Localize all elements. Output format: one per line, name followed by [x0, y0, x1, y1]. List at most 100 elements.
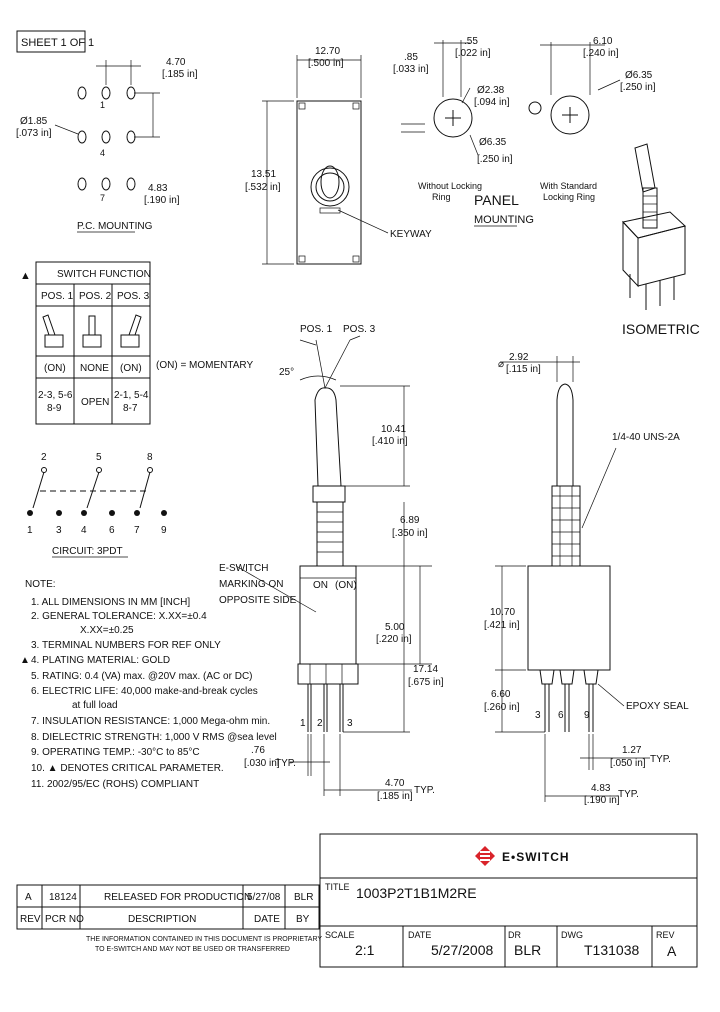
switch-state: NONE — [80, 363, 109, 374]
circuit-label: CIRCUIT: 3PDT — [52, 546, 123, 557]
switch-connection: 2-1, 5-4, — [114, 390, 151, 401]
end-pin-width-dim: 1.27 — [622, 745, 642, 756]
rev-header: PCR NO — [45, 914, 84, 925]
momentary-note: (ON) = MOMENTARY — [156, 360, 253, 371]
panel-caption-right: With Standard — [540, 181, 597, 191]
circuit-pin: 9 — [161, 525, 167, 536]
drawn-by-label: DR — [508, 930, 521, 940]
pin-pitch-typ: TYP. — [414, 785, 435, 796]
note-item: 11. 2002/95/EC (ROHS) COMPLIANT — [31, 779, 199, 790]
pc-pin-label: 7 — [100, 193, 105, 203]
circuit-pin: 7 — [134, 525, 140, 536]
note-item: 5. RATING: 0.4 (VA) max. @20V max. (AC o… — [31, 671, 253, 682]
panel-title-2: MOUNTING — [474, 214, 534, 226]
side-pin: 1 — [300, 718, 306, 729]
end-pin-height-dim: 6.60 — [491, 689, 511, 700]
circuit-pin: 1 — [27, 525, 33, 536]
pc-mounting-view: 1 4 7 4.70 [.185 in] Ø1.85 [.073 in] 4.8… — [16, 57, 198, 233]
date-value: 5/27/2008 — [431, 942, 493, 958]
pc-pin-label: 1 — [100, 100, 105, 110]
panel-dim-b: .55 — [464, 36, 478, 47]
keyway-label: KEYWAY — [390, 229, 432, 240]
rev-row-cell: 18124 — [49, 892, 77, 903]
scale-value: 2:1 — [355, 942, 375, 958]
revision-table: A 18124 RELEASED FOR PRODUCTION 5/27/08 … — [16, 884, 322, 953]
side-pin: 3 — [347, 718, 353, 729]
switch-pos-header: POS. 1 — [41, 291, 74, 302]
pc-hole-dim: Ø1.85 — [20, 116, 48, 127]
side-pin: 2 — [317, 718, 323, 729]
sheet-label: SHEET 1 OF 1 — [21, 37, 94, 49]
pin-width-dim: .76 — [251, 745, 265, 756]
body-height-dim: 5.00 — [385, 622, 405, 633]
note-item: 6. ELECTRIC LIFE: 40,000 make-and-break … — [31, 686, 258, 697]
body-on2-label: (ON) — [335, 580, 357, 591]
disclaimer: THE INFORMATION CONTAINED IN THIS DOCUME… — [86, 936, 322, 943]
end-pin-height-dim-in: [.260 in] — [484, 702, 520, 713]
circuit-pin: 3 — [56, 525, 62, 536]
rev-row-cell: BLR — [294, 892, 313, 903]
rev-header: REV — [20, 914, 41, 925]
lever-length-dim-in: [.410 in] — [372, 436, 408, 447]
circuit-pin: 6 — [109, 525, 115, 536]
end-pin-width-dim-in: [.050 in] — [610, 758, 646, 769]
bushing-length-dim: 6.89 — [400, 515, 420, 526]
note-item: 4. PLATING MATERIAL: GOLD — [31, 655, 170, 666]
panel-dim-f: Ø6.35 — [625, 70, 653, 81]
pin-pitch-dim: 4.70 — [385, 778, 405, 789]
total-height-dim-in: [.675 in] — [408, 677, 444, 688]
pos1-label: POS. 1 — [300, 324, 333, 335]
switch-connection: 2-3, 5-6, — [38, 390, 75, 401]
rev-header: BY — [296, 914, 310, 925]
switch-pos-header: POS. 2 — [79, 291, 112, 302]
panel-caption-left: Without Locking — [418, 181, 482, 191]
total-height-dim: 17.14 — [413, 664, 438, 675]
end-pitch-typ: TYP. — [618, 789, 639, 800]
epoxy-seal-label: EPOXY SEAL — [626, 701, 689, 712]
panel-dim-f-in: [.250 in] — [620, 82, 656, 93]
panel-mounting-view: .85 [.033 in] .55 [.022 in] Ø2.38 [.094 … — [393, 36, 656, 227]
pc-row-dim-in: [.190 in] — [144, 195, 180, 206]
date-label: DATE — [408, 930, 431, 940]
pin-pitch-dim-in: [.185 in] — [377, 791, 413, 802]
rev-row-cell: A — [25, 892, 32, 903]
end-body-height-dim: 10.70 — [490, 607, 515, 618]
pc-row-dim: 4.83 — [148, 183, 168, 194]
title-block: E•SWITCH TITLE 1003P2T1B1M2RE SCALE 2:1 … — [319, 833, 698, 968]
end-pitch-dim-in: [.190 in] — [584, 795, 620, 806]
pin-width-typ: TYP. — [275, 758, 296, 769]
part-number: 1003P2T1B1M2RE — [356, 885, 477, 901]
switch-connection: OPEN — [81, 397, 109, 408]
note-item: 2. GENERAL TOLERANCE: X.XX=±0.4 — [31, 611, 207, 622]
circuit-pin: 8 — [147, 452, 153, 463]
side-view: 1 2 3 ON (ON) POS. 1 POS. 3 25° 10.41 — [219, 324, 444, 802]
pc-pitch-dim-in: [.185 in] — [162, 69, 198, 80]
panel-dim-d-in: [.250 in] — [477, 154, 513, 165]
rev-row-cell: RELEASED FOR PRODUCTION — [104, 892, 251, 903]
panel-dim-e: 6.10 — [593, 36, 613, 47]
critical-mark: ▲ — [20, 655, 30, 666]
switch-state: (ON) — [120, 363, 142, 374]
notes: NOTE: 1. ALL DIMENSIONS IN MM [INCH] 2. … — [20, 579, 277, 790]
end-pitch-dim: 4.83 — [591, 783, 611, 794]
angle-label: 25° — [279, 367, 294, 378]
rev-value: A — [667, 943, 677, 959]
brand-name: E•SWITCH — [502, 850, 570, 864]
rev-label: REV — [656, 930, 675, 940]
panel-dim-a: .85 — [404, 52, 418, 63]
front-height-dim: 13.51 — [251, 169, 276, 180]
body-on-label: ON — [313, 580, 328, 591]
e-switch-logo: E•SWITCH — [475, 846, 570, 866]
title-label: TITLE — [325, 882, 350, 892]
circuit-pin: 2 — [41, 452, 47, 463]
pc-pitch-dim: 4.70 — [166, 57, 186, 68]
scale-label: SCALE — [325, 930, 355, 940]
switch-connection: 8-7 — [123, 403, 138, 414]
end-dia-dim: 2.92 — [509, 352, 529, 363]
sheet-label-box — [16, 30, 86, 53]
note-item: 10. ▲ DENOTES CRITICAL PARAMETER. — [31, 763, 224, 774]
end-dia-dim-in: [.115 in] — [506, 364, 541, 375]
critical-mark: ▲ — [20, 270, 31, 282]
switch-connection: 8-9 — [47, 403, 62, 414]
